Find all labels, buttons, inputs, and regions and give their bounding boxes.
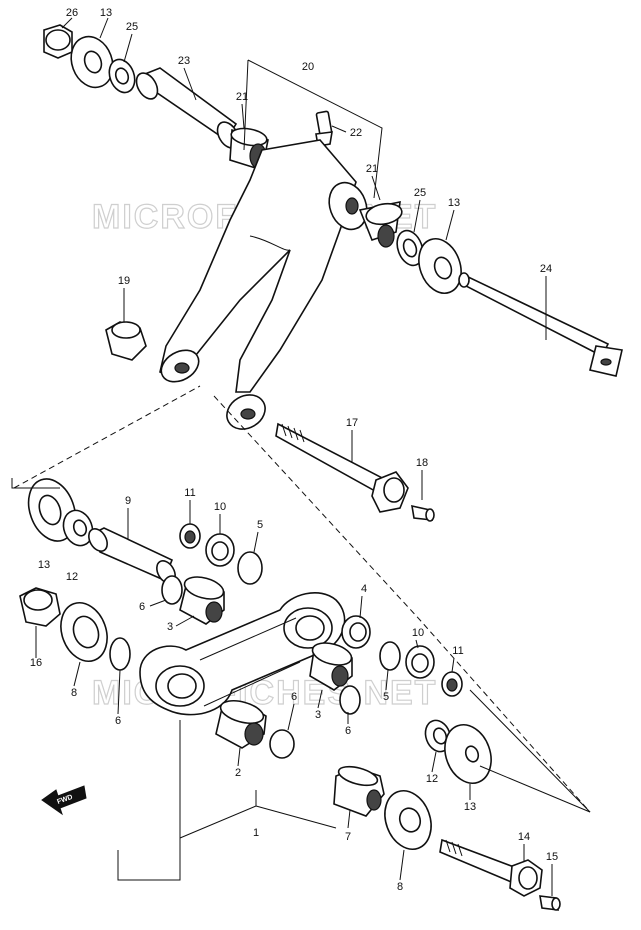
callout-5: 5: [257, 519, 263, 531]
part-washer-13-right: [418, 238, 462, 294]
part-bearing-10-upper: [205, 533, 235, 567]
part-nut-26: [43, 24, 73, 59]
callout-12: 12: [66, 571, 78, 583]
leader-13-lower: [469, 689, 591, 813]
part-washer-25-top: [108, 58, 136, 94]
callout-6: 6: [345, 725, 351, 737]
callout-17: 17: [346, 417, 358, 429]
callout-18: 18: [416, 457, 428, 469]
part-grease-nipple-18: [411, 504, 435, 522]
callout-22: 22: [350, 127, 362, 139]
callout-13: 13: [448, 197, 460, 209]
part-circlip-5-upper: [237, 551, 263, 585]
part-seal-11-upper: [179, 523, 201, 549]
callout-6: 6: [291, 691, 297, 703]
part-bolt-17: [275, 422, 409, 513]
part-circlip-6-left: [109, 637, 131, 671]
callout-14: 14: [518, 831, 530, 843]
callout-25: 25: [414, 187, 426, 199]
part-circlip-6-right: [339, 685, 361, 715]
callout-13: 13: [464, 801, 476, 813]
part-nut-19: [105, 321, 147, 361]
part-seal-8-lower: [384, 790, 432, 850]
part-grease-nipple-22: [315, 110, 333, 147]
callout-10: 10: [412, 627, 424, 639]
callout-3: 3: [167, 621, 173, 633]
bracket-1-fan: [179, 790, 337, 839]
callout-13: 13: [38, 559, 50, 571]
bracket-lower-top: [11, 478, 60, 489]
callout-6: 6: [139, 601, 145, 613]
callout-8: 8: [71, 687, 77, 699]
part-bolt-24: [458, 272, 623, 377]
part-nut-16: [19, 587, 61, 627]
leader-upper-left: [13, 385, 201, 489]
part-bearing-4: [341, 615, 371, 649]
callout-leaders: [35, 17, 553, 896]
bracket-1-left: [117, 720, 181, 881]
callout-19: 19: [118, 275, 130, 287]
callout-6: 6: [115, 715, 121, 727]
part-washer-12-lower-left: [62, 509, 94, 547]
part-washer-13-lower-right: [444, 724, 492, 784]
part-sleeve-9: [88, 527, 176, 584]
callout-13: 13: [100, 7, 112, 19]
part-seal-8-left: [60, 602, 108, 662]
callout-21: 21: [236, 91, 248, 103]
part-circlip-6-upper: [161, 575, 183, 605]
leader-upper-right: [213, 395, 591, 813]
part-sleeve-23: [135, 67, 240, 149]
part-washer-25-right: [396, 229, 424, 267]
callout-25: 25: [126, 21, 138, 33]
part-sleeve-7: [333, 765, 385, 817]
callout-3: 3: [315, 709, 321, 721]
part-cushion-lever-20: [159, 139, 368, 430]
part-bolt-14: [439, 838, 543, 897]
callout-24: 24: [540, 263, 552, 275]
part-bearing-3-upper: [179, 576, 225, 625]
part-circlip-6-center: [269, 729, 295, 759]
callout-1: 1: [253, 827, 259, 839]
part-bearing-3-lower: [309, 642, 353, 691]
part-seal-11-lower: [441, 671, 463, 697]
callout-11: 11: [184, 487, 195, 499]
callout-7: 7: [345, 831, 351, 843]
part-grease-nipple-15: [539, 895, 561, 911]
callout-23: 23: [178, 55, 190, 67]
part-circlip-5-right: [379, 641, 401, 671]
callout-20: 20: [302, 61, 314, 73]
part-bearing-21-right: [358, 200, 403, 248]
callout-11: 11: [452, 645, 463, 657]
callout-8: 8: [397, 881, 403, 893]
callout-16: 16: [30, 657, 42, 669]
leader-20-bracket: [243, 59, 383, 199]
part-bearing-2: [215, 699, 267, 749]
part-cushion-rod-1: [139, 592, 346, 716]
callout-4: 4: [361, 583, 367, 595]
callout-10: 10: [214, 501, 226, 513]
part-bearing-10-lower: [405, 645, 435, 679]
callout-labels: 26 13 25 23 21 20 22 21 25 13 24 19 17 1…: [30, 7, 558, 893]
part-washer-13-top: [70, 35, 114, 89]
callout-5: 5: [383, 691, 389, 703]
callout-21: 21: [366, 163, 378, 175]
callout-15: 15: [546, 851, 558, 863]
callout-26: 26: [66, 7, 78, 19]
callout-2: 2: [235, 767, 241, 779]
callout-12: 12: [426, 773, 438, 785]
fwd-arrow-icon: FWD: [41, 785, 87, 816]
callout-9: 9: [125, 495, 131, 507]
